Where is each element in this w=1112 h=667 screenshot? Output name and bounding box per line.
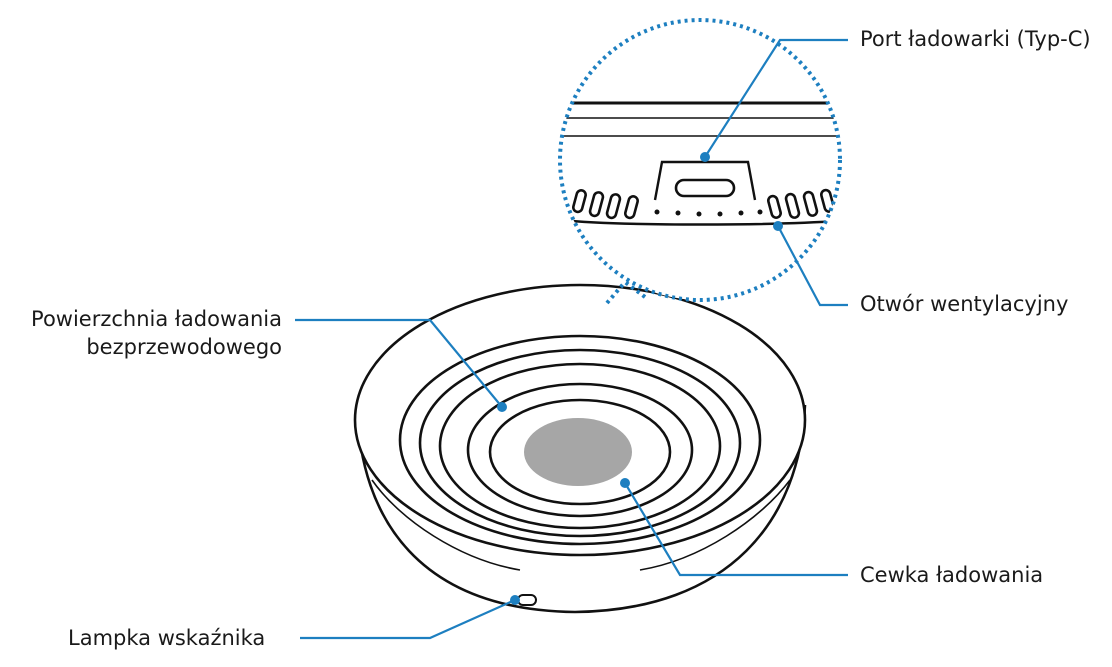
label-surface-line2: bezprzewodowego: [86, 335, 282, 359]
usb-c-port: [674, 178, 736, 198]
pad-edge-left: [371, 479, 521, 571]
charging-pad: [353, 283, 807, 614]
leader-charger-port: [704, 38, 848, 158]
charging-surface-rings: [398, 334, 762, 546]
label-charger-port: Port ładowarki (Typ-C): [860, 27, 1091, 51]
vent-slots-left: [572, 189, 639, 220]
leader-coil: [624, 482, 848, 577]
leader-vent: [777, 225, 848, 307]
indicator-lamp: [517, 594, 537, 606]
leader-lines: [295, 38, 848, 640]
leader-indicator: [300, 598, 516, 640]
label-vent: Otwór wentylacyjny: [860, 292, 1069, 316]
pad-edge-right: [639, 479, 791, 571]
leader-surface: [295, 318, 503, 408]
leader-dots: [497, 152, 783, 605]
charging-coil: [524, 418, 632, 486]
label-indicator: Lampka wskaźnika: [68, 626, 266, 650]
zoom-detail: [558, 18, 842, 305]
zoom-pointer: [605, 280, 647, 305]
label-surface: Powierzchnia ładowania bezprzewodowego: [31, 305, 282, 361]
zoom-border: [558, 18, 842, 302]
label-coil: Cewka ładowania: [860, 563, 1044, 587]
label-surface-line1: Powierzchnia ładowania: [31, 307, 282, 331]
vent-holes: [654, 209, 763, 217]
